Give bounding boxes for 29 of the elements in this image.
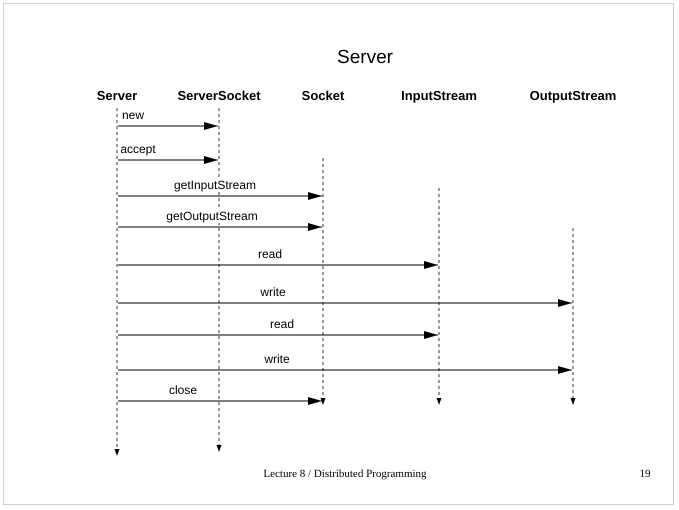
- message-label: write: [263, 352, 291, 366]
- lifeline: [435, 188, 443, 405]
- message-label: close: [168, 383, 198, 397]
- footer-caption: Lecture 8 / Distributed Programming: [263, 468, 427, 480]
- message-arrow: [118, 299, 572, 307]
- page-number: 19: [640, 468, 650, 480]
- lifeline: [319, 158, 327, 405]
- lifeline: [113, 108, 121, 456]
- lifeline-header: InputStream: [401, 88, 477, 103]
- lifeline: [569, 228, 577, 405]
- lifeline-header: ServerSocket: [177, 88, 261, 103]
- message-arrow: [118, 192, 322, 200]
- message-label: accept: [119, 142, 157, 156]
- message-arrow: [118, 223, 322, 231]
- message-label: getOutputStream: [165, 209, 259, 223]
- message-label: read: [268, 317, 296, 331]
- lifeline-header: Socket: [302, 88, 344, 103]
- message-arrow: [118, 366, 572, 374]
- lifeline-header: OutputStream: [530, 88, 616, 103]
- slide-title: Server: [337, 47, 393, 69]
- lifeline-header: Server: [96, 88, 138, 103]
- message-arrow: [118, 331, 438, 339]
- message-label: read: [256, 247, 284, 261]
- message-label: write: [259, 285, 287, 299]
- message-label: getInputStream: [172, 178, 258, 192]
- message-arrow: [118, 397, 322, 405]
- message-arrow: [118, 156, 218, 164]
- message-arrow: [118, 261, 438, 269]
- message-arrow: [118, 122, 218, 130]
